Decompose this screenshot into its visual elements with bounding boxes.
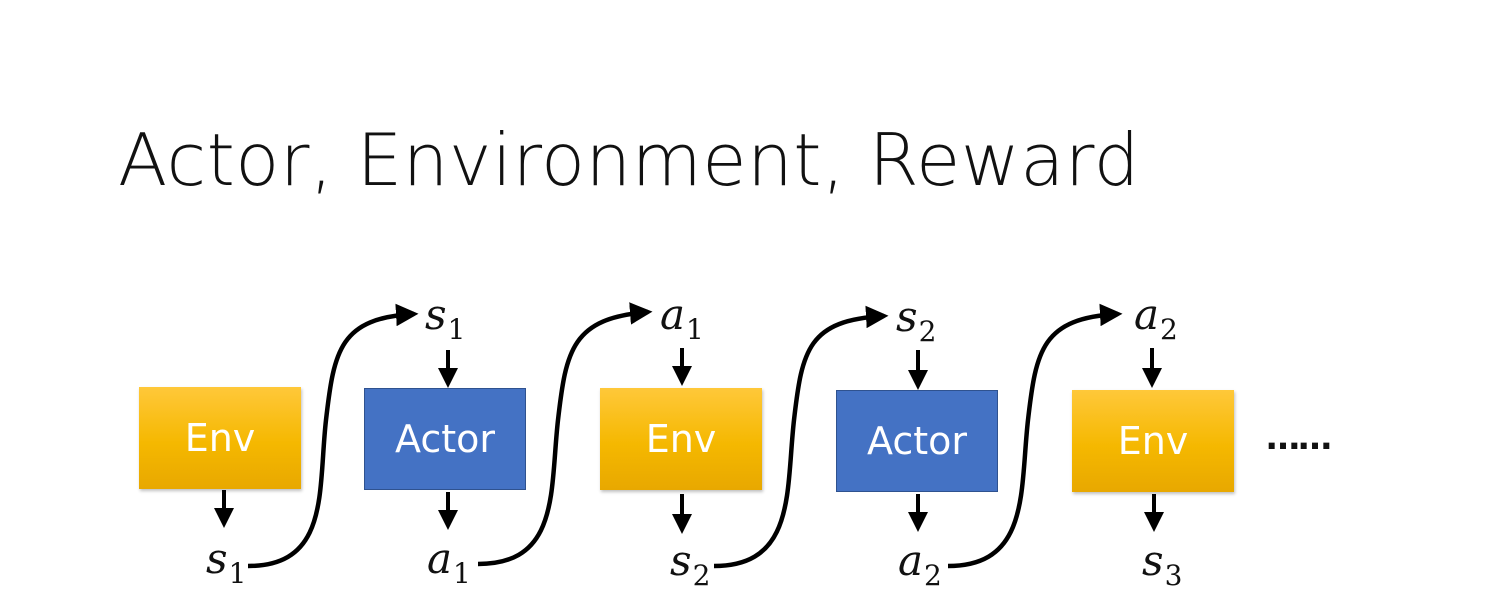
env-block-2: Env — [600, 388, 762, 490]
bottom-symbol-4: a2 — [898, 540, 942, 590]
symbol-base: a — [427, 534, 453, 583]
continuation-ellipsis: …… — [1266, 418, 1332, 458]
symbol-base: s — [1142, 536, 1164, 585]
curved-arrow — [713, 305, 889, 569]
slide-title: Actor, Environment, Reward — [118, 118, 1140, 202]
symbol-subscript: 2 — [924, 559, 942, 592]
curved-arrow — [477, 302, 653, 567]
actor-block-2: Actor — [836, 390, 998, 492]
curved-arrow — [247, 303, 419, 569]
top-symbol-1: s1 — [425, 294, 465, 344]
symbol-subscript: 2 — [692, 559, 711, 592]
env-block-1: Env — [139, 387, 301, 489]
env-block-3: Env — [1072, 390, 1234, 492]
actor-block-1: Actor — [364, 388, 526, 490]
symbol-base: a — [1134, 290, 1160, 339]
bottom-symbol-3: s2 — [670, 540, 710, 590]
symbol-subscript: 1 — [228, 557, 247, 590]
symbol-subscript: 1 — [453, 557, 471, 590]
top-symbol-4: a2 — [1134, 294, 1178, 344]
symbol-subscript: 2 — [1160, 313, 1178, 346]
bottom-symbol-2: a1 — [427, 538, 471, 588]
symbol-subscript: 1 — [686, 313, 704, 346]
symbol-subscript: 3 — [1164, 559, 1183, 592]
top-symbol-2: a1 — [660, 294, 704, 344]
bottom-symbol-1: s1 — [206, 538, 246, 588]
top-symbol-3: s2 — [896, 296, 936, 346]
bottom-symbol-5: s3 — [1142, 540, 1182, 590]
symbol-base: s — [206, 534, 228, 583]
symbol-base: s — [425, 290, 447, 339]
curved-arrow — [947, 303, 1123, 569]
symbol-subscript: 2 — [918, 315, 937, 348]
symbol-base: s — [896, 292, 918, 341]
symbol-base: a — [898, 536, 924, 585]
symbol-base: a — [660, 290, 686, 339]
symbol-base: s — [670, 536, 692, 585]
symbol-subscript: 1 — [447, 313, 466, 346]
